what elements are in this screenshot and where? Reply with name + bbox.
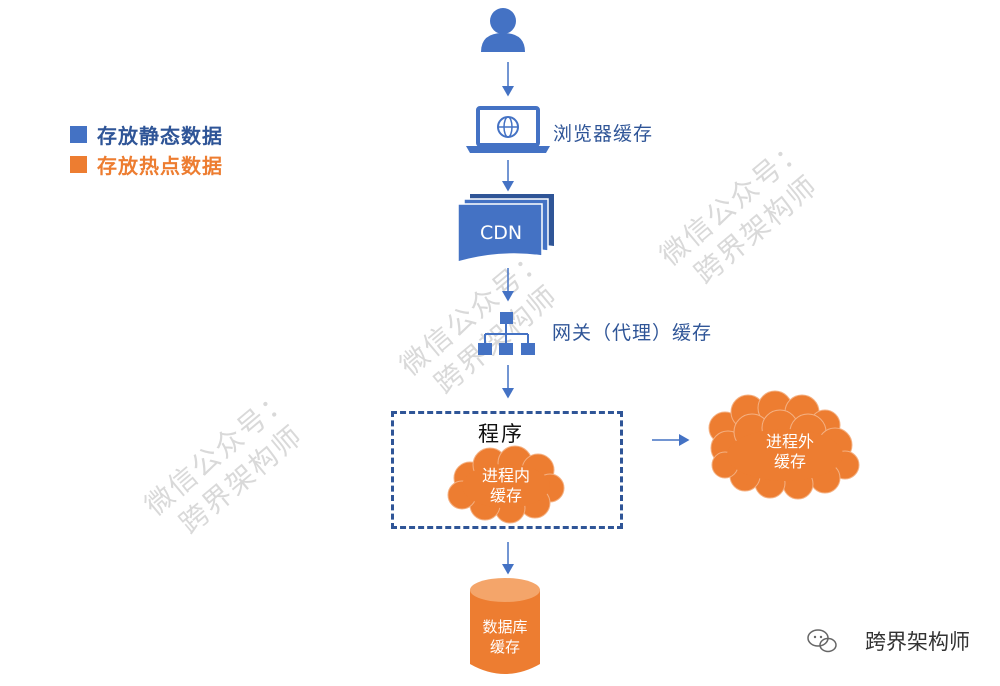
legend-static: 存放静态数据 xyxy=(70,120,223,149)
legend-static-swatch xyxy=(70,126,87,143)
footer-brand: 跨界架构师 xyxy=(829,626,970,656)
out-process-line1: 进程外 xyxy=(765,432,814,451)
cdn-icon xyxy=(457,194,554,263)
in-process-cache-label: 进程内 缓存 xyxy=(466,466,546,506)
user-icon xyxy=(481,8,525,52)
hierarchy-icon xyxy=(478,312,535,355)
wechat-icon xyxy=(807,629,837,653)
footer-brand-text: 跨界架构师 xyxy=(865,630,970,654)
program-label: 程序 xyxy=(478,422,524,446)
in-process-line2: 缓存 xyxy=(489,486,522,505)
in-process-line1: 进程内 xyxy=(481,466,530,485)
in-process-cloud xyxy=(447,445,565,524)
browser-cache-label: 浏览器缓存 xyxy=(553,123,654,145)
legend-hot-label: 存放热点数据 xyxy=(97,154,223,178)
program-box xyxy=(391,411,623,529)
laptop-globe-icon xyxy=(466,106,550,153)
legend-hot-swatch xyxy=(70,156,87,173)
legend-hot: 存放热点数据 xyxy=(70,150,223,179)
out-process-line2: 缓存 xyxy=(773,452,806,471)
gateway-cache-label: 网关（代理）缓存 xyxy=(552,322,713,344)
cdn-label: CDN xyxy=(479,222,523,244)
database-line1: 数据库 xyxy=(482,618,528,636)
legend-static-label: 存放静态数据 xyxy=(97,124,223,148)
out-process-cloud xyxy=(708,390,860,500)
database-line2: 缓存 xyxy=(489,638,520,656)
out-process-cache-label: 进程外 缓存 xyxy=(755,432,825,472)
database-cache-label: 数据库 缓存 xyxy=(470,617,540,657)
database-cylinder xyxy=(470,578,540,674)
